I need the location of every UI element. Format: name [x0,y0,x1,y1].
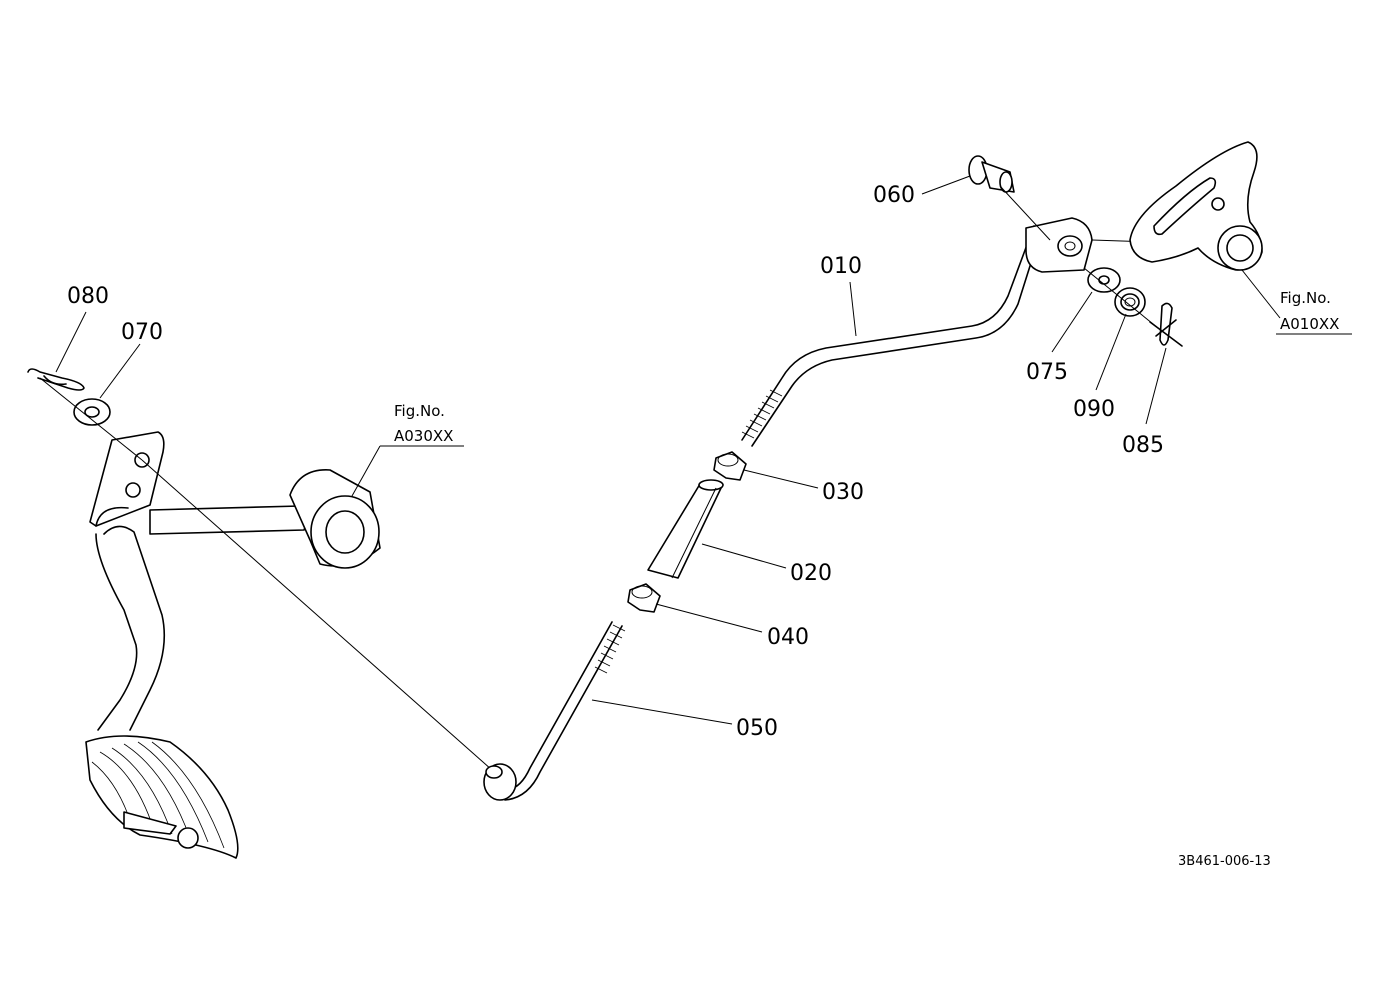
turnbuckle-020 [647,479,724,579]
nut-030 [713,451,747,481]
figure-ref-code: A010XX [1280,315,1339,333]
washer-090 [1114,287,1146,317]
label-070: 070 [121,320,163,345]
figure-ref-code: A030XX [394,427,453,445]
drawing-number: 3B461-006-13 [1178,854,1271,869]
label-040: 040 [767,625,809,650]
label-010: 010 [820,254,862,279]
label-090: 090 [1073,397,1115,422]
lever-plate [1129,141,1263,271]
nut-040 [627,583,661,613]
label-085: 085 [1122,433,1164,458]
rod-050 [483,621,626,801]
cotter-clip-085 [1149,302,1183,347]
label-075: 075 [1026,360,1068,385]
label-060: 060 [873,183,915,208]
pedal-assembly [85,431,381,859]
washer-070 [73,398,111,426]
leader-lines [55,175,1281,725]
figure-reference-a030xx: Fig.No. A030XX [380,402,464,447]
cotter-clip-080 [27,368,85,391]
figure-ref-title: Fig.No. [1280,289,1331,307]
label-030: 030 [822,480,864,505]
label-080: 080 [67,284,109,309]
washer-075 [1087,267,1121,293]
figure-ref-title: Fig.No. [394,402,445,420]
label-020: 020 [790,561,832,586]
label-050: 050 [736,716,778,741]
pin-060 [968,155,1051,241]
part-labels: 010 020 030 040 050 060 070 075 080 085 … [67,183,1164,741]
figure-reference-a010xx: Fig.No. A010XX [1276,289,1352,335]
